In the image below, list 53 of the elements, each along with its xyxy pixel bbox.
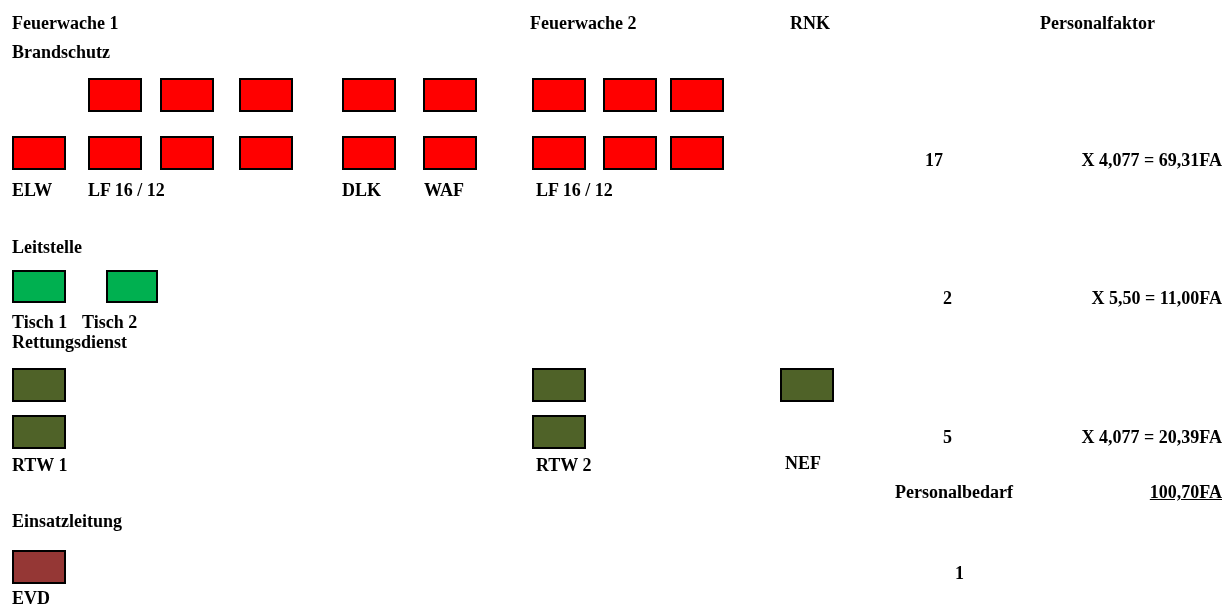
vehicle-label: RTW 1 [12,454,68,476]
vehicle-box [88,136,142,170]
calculation-text: X 4,077 = 69,31FA [1081,149,1222,171]
vehicle-box [88,78,142,112]
vehicle-box [670,136,724,170]
section-heading: Leitstelle [12,236,82,258]
vehicle-box [12,550,66,584]
vehicle-box [12,368,66,402]
section-heading: Personalfaktor [1040,12,1155,34]
vehicle-box [106,270,158,303]
vehicle-label: WAF [424,179,464,201]
vehicle-label: NEF [785,452,821,474]
vehicle-box [532,136,586,170]
vehicle-label: DLK [342,179,381,201]
vehicle-box [12,415,66,449]
calculation-text: X 5,50 = 11,00FA [1091,287,1222,309]
vehicle-label: Tisch 2 [82,311,138,333]
vehicle-box [603,78,657,112]
section-heading: Feuerwache 2 [530,12,637,34]
vehicle-label: Tisch 1 [12,311,68,333]
vehicle-label: EVD [12,587,50,609]
vehicle-box [423,136,477,170]
count-value: 17 [925,149,943,171]
vehicle-box [239,136,293,170]
section-heading: Feuerwache 1 [12,12,119,34]
section-heading: Rettungsdienst [12,331,127,353]
vehicle-box [532,368,586,402]
vehicle-box [239,78,293,112]
vehicle-box [603,136,657,170]
vehicle-label: LF 16 / 12 [88,179,165,201]
vehicle-box [532,78,586,112]
vehicle-box [670,78,724,112]
vehicle-box [12,136,66,170]
vehicle-box [160,78,214,112]
vehicle-label: LF 16 / 12 [536,179,613,201]
section-heading: Einsatzleitung [12,510,122,532]
vehicle-box [160,136,214,170]
vehicle-box [532,415,586,449]
vehicle-box [423,78,477,112]
section-heading: Brandschutz [12,41,110,63]
total-value: 100,70FA [1149,481,1222,503]
vehicle-label: RTW 2 [536,454,592,476]
vehicle-box [342,78,396,112]
calculation-text: X 4,077 = 20,39FA [1081,426,1222,448]
count-value: 2 [943,287,952,309]
section-heading: RNK [790,12,830,34]
vehicle-box [12,270,66,303]
vehicle-box [342,136,396,170]
vehicle-label: ELW [12,179,53,201]
vehicle-box [780,368,834,402]
count-value: 5 [943,426,952,448]
count-value: 1 [955,562,964,584]
section-heading: Personalbedarf [895,481,1013,503]
